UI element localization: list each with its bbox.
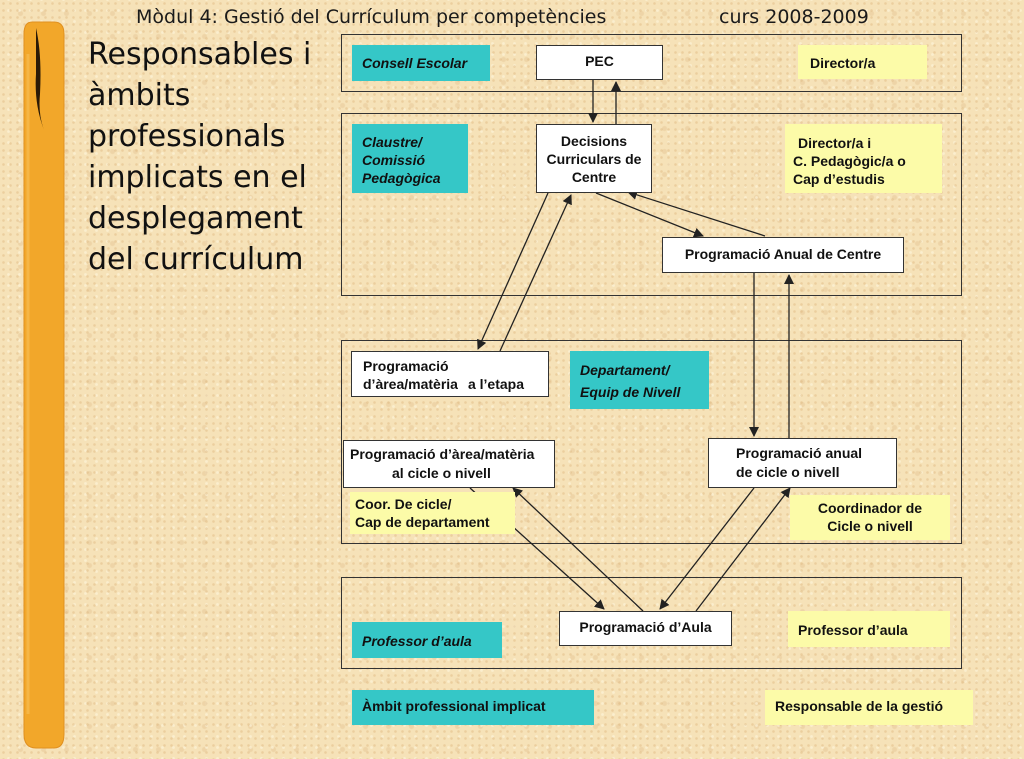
node-programacio-anual-centre-label: Programació Anual de Centre — [684, 246, 882, 262]
band-consell — [341, 34, 962, 92]
responsable-coordinador-line1: Coordinador de — [817, 500, 923, 516]
scroll-decoration — [23, 21, 65, 749]
ambit-departament-line2: Equip de Nivell — [580, 384, 681, 400]
node-pec: PEC — [536, 45, 663, 80]
slide-title: Responsables i àmbits professionals impl… — [88, 37, 312, 277]
node-programacio-aula: Programació d’Aula — [559, 611, 732, 646]
legend-ambit: Àmbit professional implicat — [352, 690, 594, 725]
responsable-director-pedagogic-line2: C. Pedagògic/a o — [793, 153, 906, 169]
responsable-director: Director/a — [798, 45, 927, 79]
band-claustre — [341, 113, 962, 296]
ambit-consell-escolar: Consell Escolar — [352, 45, 490, 81]
responsable-coor-cicle: Coor. De cicle/ Cap de departament — [350, 492, 515, 534]
arrow-anual-to-decisions — [627, 189, 766, 237]
responsable-director-pedagogic: Director/a i C. Pedagògic/a o Cap d’estu… — [785, 124, 942, 193]
node-programacio-area-cicle-line2: al cicle o nivell — [392, 465, 491, 481]
node-programacio-area-etapa-line2-wrap: d’àrea/matèria a l’etapa — [363, 375, 548, 393]
node-programacio-area-etapa-line2: d’àrea/matèria — [363, 376, 458, 392]
responsable-coor-cicle-line2: Cap de departament — [355, 514, 490, 530]
node-programacio-anual-cicle-line1: Programació anual — [736, 445, 863, 461]
responsable-coor-cicle-line1: Coor. De cicle/ — [355, 496, 452, 512]
node-programacio-anual-cicle-line2: de cicle o nivell — [736, 464, 840, 480]
band-professor — [341, 577, 962, 669]
node-programacio-anual-cicle: Programació anual de cicle o nivell — [708, 438, 897, 488]
node-programacio-area-etapa-line1: Programació — [363, 358, 449, 374]
node-programacio-area-etapa-line3: a l’etapa — [467, 376, 524, 392]
arrow-cicle-to-aula — [659, 487, 755, 610]
arrow-etapa-to-decisions — [499, 194, 572, 352]
ambit-claustre: Claustre/ Comissió Pedagògica — [352, 124, 468, 193]
module-header: Mòdul 4: Gestió del Currículum per compe… — [136, 6, 607, 28]
ambit-claustre-line1: Claustre/ — [362, 134, 422, 150]
ambit-professor-aula: Professor d’aula — [352, 622, 502, 658]
responsable-director-pedagogic-line1: Director/a i — [798, 135, 872, 151]
node-programacio-anual-centre: Programació Anual de Centre — [662, 237, 904, 273]
arrow-aula-to-cicle — [695, 487, 791, 612]
node-programacio-aula-label: Programació d’Aula — [579, 619, 712, 635]
responsable-coordinador-line2: Cicle o nivell — [827, 518, 913, 534]
arrow-decisions-to-etapa — [477, 192, 549, 350]
node-pec-label: PEC — [585, 53, 614, 69]
responsable-director-pedagogic-line3: Cap d’estudis — [793, 171, 885, 187]
legend-responsable: Responsable de la gestió — [765, 690, 973, 725]
ambit-departament-line1: Departament/ — [580, 362, 670, 378]
node-decisions: Decisions Curriculars de Centre — [536, 124, 652, 193]
node-programacio-area-etapa: Programació d’àrea/matèria a l’etapa — [351, 351, 549, 397]
ambit-claustre-line3: Pedagògica — [362, 170, 441, 186]
band-departament — [341, 340, 962, 544]
node-decisions-label: Decisions Curriculars de Centre — [546, 133, 642, 185]
arrow-aula-to-area-cicle — [512, 487, 644, 612]
ambit-departament: Departament/ Equip de Nivell — [570, 351, 709, 409]
course-header: curs 2008-2009 — [719, 6, 869, 28]
arrow-decisions-to-anual — [595, 192, 704, 238]
node-programacio-area-cicle: Programació d’àrea/matèria al cicle o ni… — [343, 440, 555, 488]
ambit-claustre-line2: Comissió — [362, 152, 426, 168]
responsable-coordinador: Coordinador de Cicle o nivell — [790, 495, 950, 540]
responsable-professor-aula: Professor d’aula — [788, 611, 950, 647]
node-programacio-area-cicle-line1: Programació d’àrea/matèria — [350, 446, 535, 462]
